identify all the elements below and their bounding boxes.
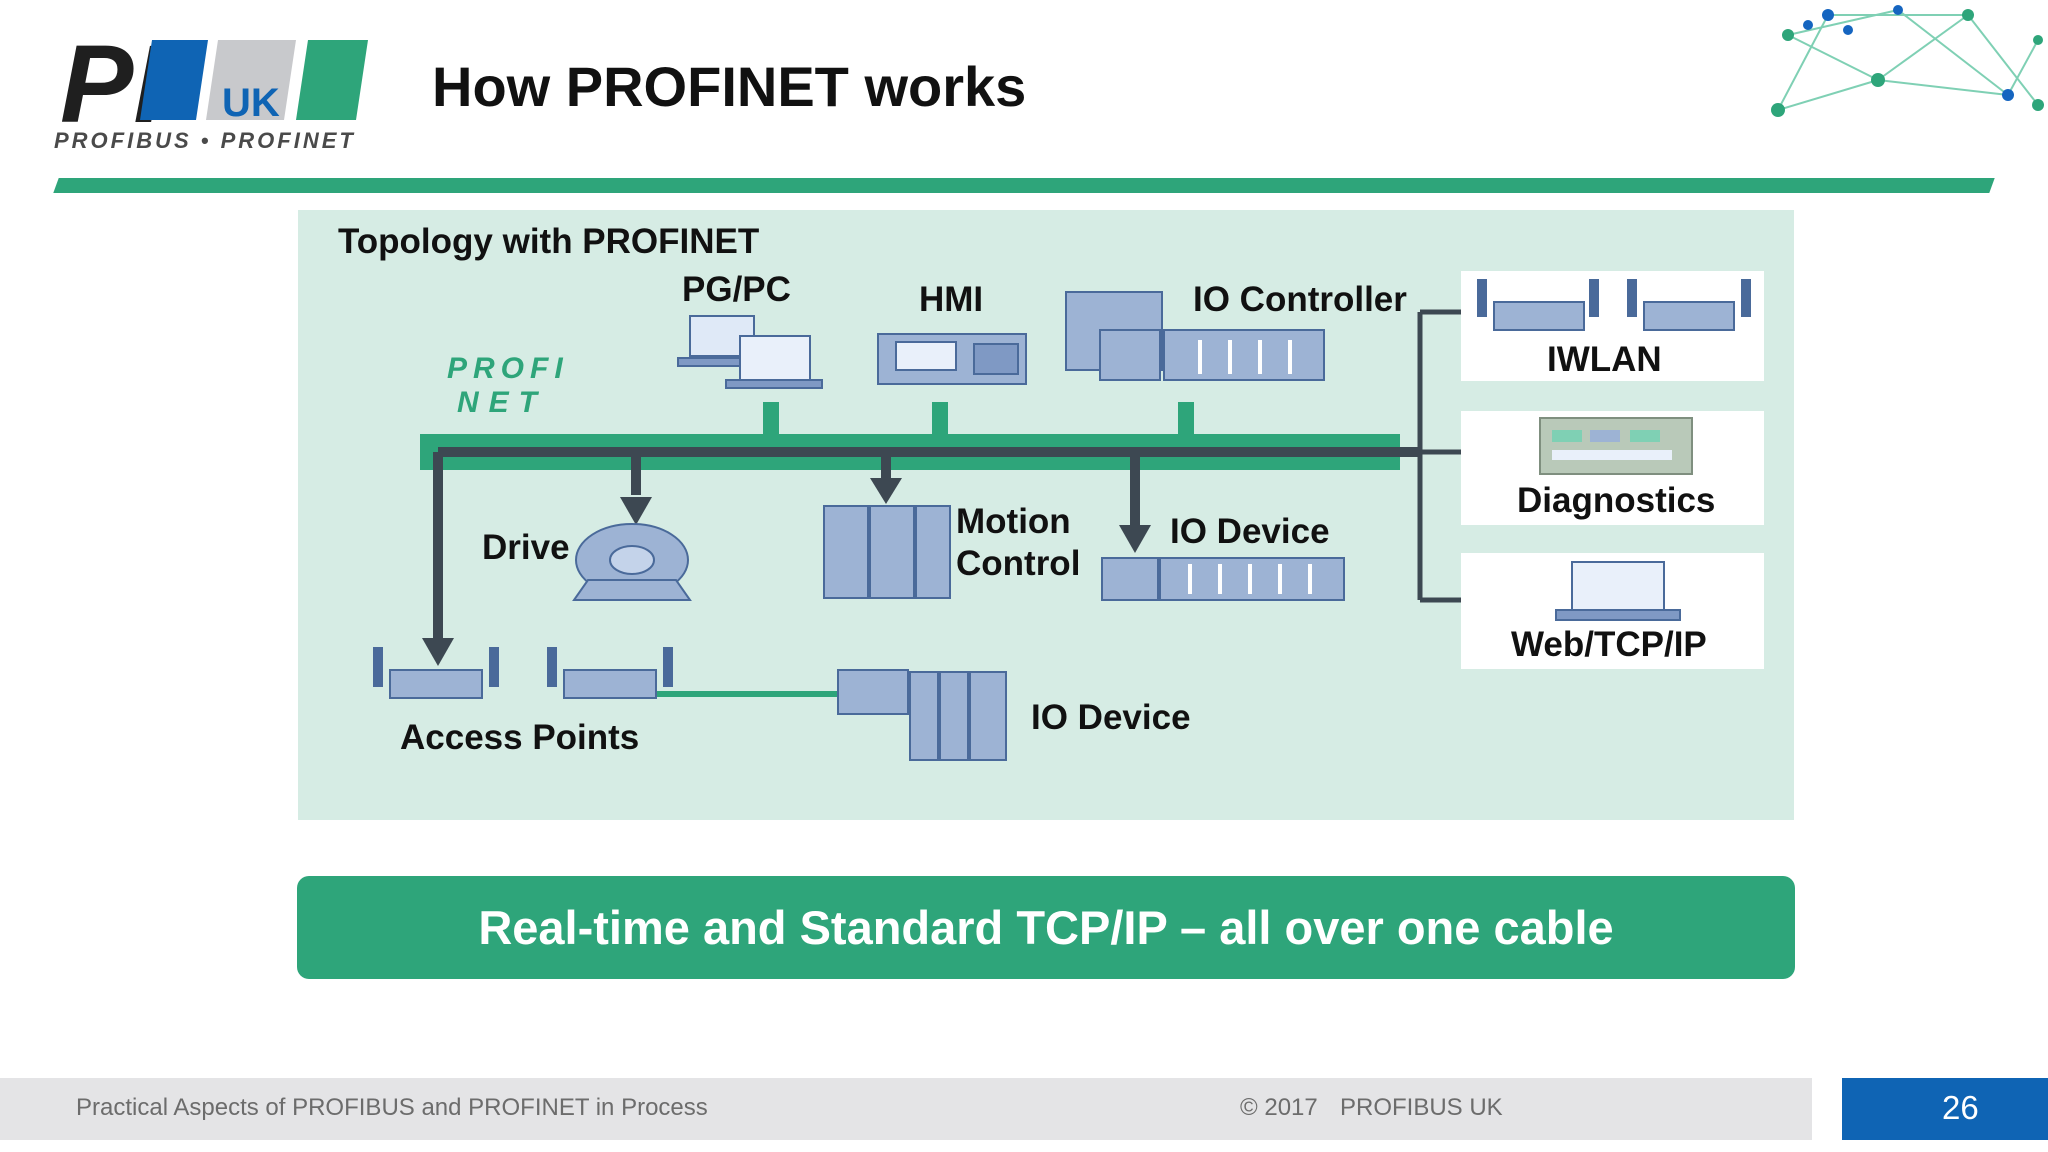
footer-organization: PROFIBUS UK bbox=[1340, 1094, 1503, 1121]
header-divider-bar bbox=[53, 178, 1995, 193]
io-device-2-icon bbox=[837, 669, 1007, 761]
io-device-1-label: IO Device bbox=[1170, 512, 1330, 551]
controller-stub bbox=[1178, 402, 1194, 436]
web-laptop-icon bbox=[1555, 561, 1681, 621]
drive-motor-icon bbox=[572, 523, 692, 601]
page-number-badge bbox=[1842, 1078, 2048, 1140]
drive-label: Drive bbox=[482, 528, 570, 567]
pgpc-label: PG/PC bbox=[682, 270, 791, 309]
diagnostics-label: Diagnostics bbox=[1517, 481, 1716, 520]
footer-bar bbox=[0, 1078, 1812, 1140]
motion-control-label-line1: Motion bbox=[956, 502, 1071, 541]
data-cable bbox=[433, 447, 1420, 640]
iwlan-icon bbox=[1477, 279, 1751, 331]
profinet-logo: PROFI NET bbox=[447, 352, 569, 419]
page-title: How PROFINET works bbox=[432, 55, 1027, 118]
side-connector bbox=[1400, 309, 1461, 603]
logo-green-block bbox=[296, 40, 368, 120]
page-number: 26 bbox=[1942, 1089, 1979, 1126]
io-controller-label: IO Controller bbox=[1193, 280, 1407, 319]
diagnostics-icon bbox=[1539, 417, 1693, 475]
footer-copyright: © 2017 bbox=[1240, 1094, 1318, 1121]
io-device-2-label: IO Device bbox=[1031, 698, 1191, 737]
access-points-label: Access Points bbox=[400, 718, 640, 757]
hmi-stub bbox=[932, 402, 948, 436]
footer-presentation-title: Practical Aspects of PROFIBUS and PROFIN… bbox=[76, 1094, 708, 1121]
network-decoration-icon bbox=[1771, 5, 2044, 117]
profinet-logo-line2: NET bbox=[457, 386, 547, 419]
web-label: Web/TCP/IP bbox=[1511, 625, 1707, 664]
logo-uk-text: UK bbox=[222, 81, 280, 125]
pi-uk-logo: PI UK bbox=[60, 32, 368, 146]
logo-blue-block bbox=[140, 40, 208, 120]
motion-control-label-line2: Control bbox=[956, 544, 1081, 583]
logo-grey-block bbox=[206, 40, 296, 120]
profinet-logo-line1: PROFI bbox=[447, 352, 569, 385]
topology-title: Topology with PROFINET bbox=[338, 222, 760, 261]
iwlan-label: IWLAN bbox=[1547, 340, 1662, 379]
hmi-label: HMI bbox=[919, 280, 984, 319]
pgpc-stub bbox=[763, 402, 779, 436]
cable-arrows bbox=[422, 478, 1151, 666]
io-controller-icon bbox=[1065, 291, 1325, 381]
hmi-icon bbox=[877, 333, 1027, 385]
access-points-icon bbox=[373, 647, 673, 699]
summary-banner-text: Real-time and Standard TCP/IP – all over… bbox=[478, 901, 1614, 954]
io-device-1-icon bbox=[1101, 557, 1345, 601]
pgpc-icon bbox=[677, 315, 823, 389]
topology-diagram: PROFI NET bbox=[373, 279, 1751, 761]
logo-subtitle: PROFIBUS • PROFINET bbox=[54, 128, 356, 153]
motion-control-icon bbox=[823, 505, 951, 599]
summary-banner: Real-time and Standard TCP/IP – all over… bbox=[297, 876, 1795, 979]
